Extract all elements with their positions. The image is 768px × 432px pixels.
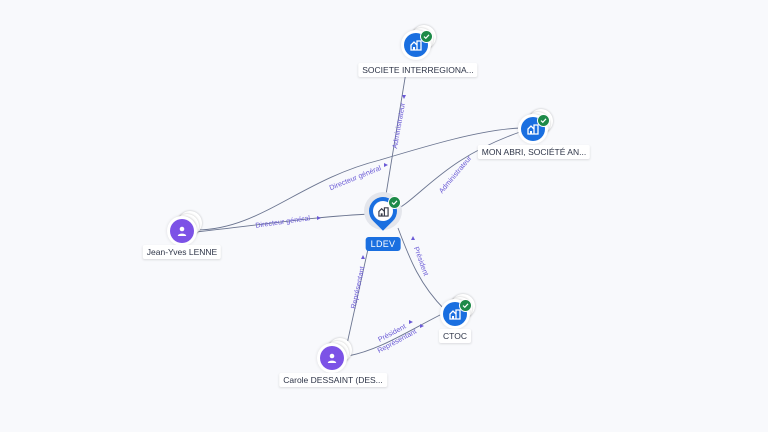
person-icon xyxy=(177,226,187,236)
person-avatar xyxy=(170,219,194,243)
building-icon xyxy=(449,309,461,320)
svg-text:Administrateur: Administrateur xyxy=(437,153,474,195)
node-label-ldev[interactable]: LDEV xyxy=(365,237,401,251)
edge-carole-ctoc xyxy=(347,313,443,357)
arrow-icon xyxy=(411,236,415,240)
arrow-icon xyxy=(402,95,406,99)
check-badge-icon xyxy=(388,196,401,209)
node-label-jyl[interactable]: Jean-Yves LENNE xyxy=(142,245,222,259)
edge-jyl-ldev xyxy=(195,213,373,233)
edge-label-directeur-ldev: Directeur général xyxy=(255,213,311,230)
company-avatar xyxy=(373,201,393,221)
building-icon xyxy=(527,124,539,135)
arrow-icon xyxy=(384,163,388,167)
building-icon xyxy=(377,206,389,217)
edge-jyl-monabri xyxy=(195,127,521,231)
node-label-carole[interactable]: Carole DESSAINT (DES... xyxy=(279,373,387,387)
node-label-ctoc[interactable]: CTOC xyxy=(439,329,471,343)
svg-text:Administrateur: Administrateur xyxy=(390,101,407,149)
edge-label-representant-ldev: Représentant xyxy=(349,265,367,309)
edge-label-president-ldev: Président xyxy=(412,245,431,277)
svg-text:Représentant: Représentant xyxy=(349,265,367,309)
arrow-icon xyxy=(409,320,413,324)
person-icon xyxy=(327,353,337,363)
arrow-icon xyxy=(420,324,424,328)
check-badge-icon xyxy=(420,30,433,43)
check-badge-icon xyxy=(537,114,550,127)
building-icon xyxy=(410,40,422,51)
node-label-societe[interactable]: SOCIETE INTERREGIONA... xyxy=(358,63,478,77)
edge-ldev-ctoc xyxy=(397,227,446,311)
person-avatar xyxy=(320,346,344,370)
node-label-monabri[interactable]: MON ABRI, SOCIÉTÉ AN... xyxy=(477,145,591,159)
check-badge-icon xyxy=(459,299,472,312)
edge-carole-ldev xyxy=(346,239,371,345)
edge-label-administrateur-monabri: Administrateur xyxy=(437,153,474,195)
svg-text:Président: Président xyxy=(412,245,431,277)
svg-text:Directeur général: Directeur général xyxy=(255,213,311,230)
arrow-icon xyxy=(317,216,321,220)
edge-ldev-societe xyxy=(382,71,407,214)
arrow-icon xyxy=(361,255,365,259)
edge-label-administrateur-societe: Administrateur xyxy=(390,101,407,149)
